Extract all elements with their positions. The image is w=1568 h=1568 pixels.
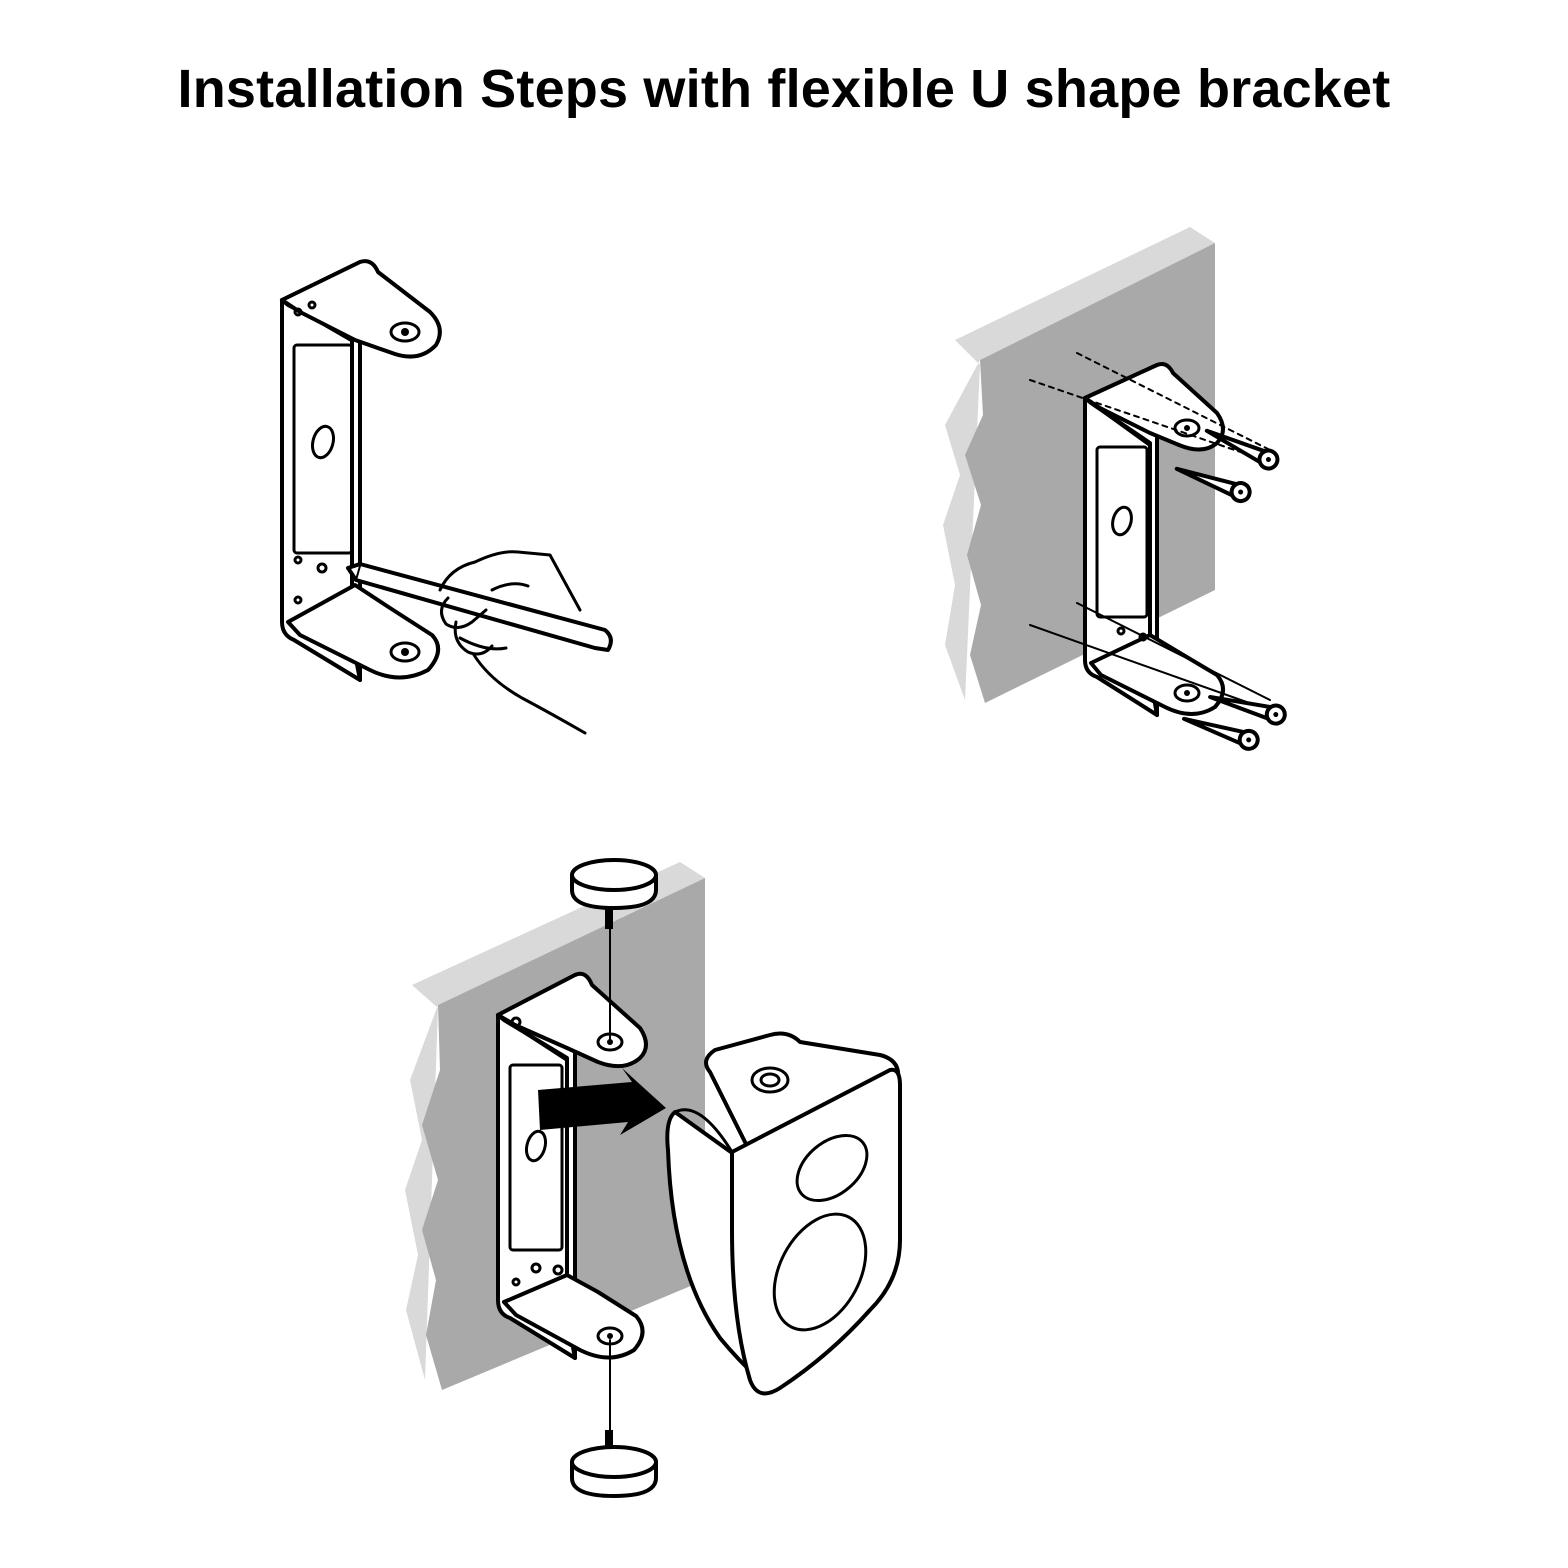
speaker-icon bbox=[665, 1031, 902, 1396]
u-bracket bbox=[1083, 362, 1225, 717]
alignment-lines bbox=[1029, 352, 1271, 706]
step-1-mark-holes bbox=[280, 259, 613, 735]
knob-bottom bbox=[570, 1339, 658, 1498]
u-bracket bbox=[280, 259, 442, 682]
knob-top bbox=[570, 858, 658, 1041]
step-2-fix-bracket bbox=[943, 227, 1287, 751]
direction-arrow-icon bbox=[538, 1068, 666, 1135]
screws-icon bbox=[1174, 428, 1287, 751]
wall bbox=[943, 227, 1215, 703]
step-3-mount-speaker bbox=[405, 858, 902, 1498]
page-title: Installation Steps with flexible U shape… bbox=[177, 59, 1391, 119]
pencil-marking-hand-icon bbox=[346, 550, 613, 735]
